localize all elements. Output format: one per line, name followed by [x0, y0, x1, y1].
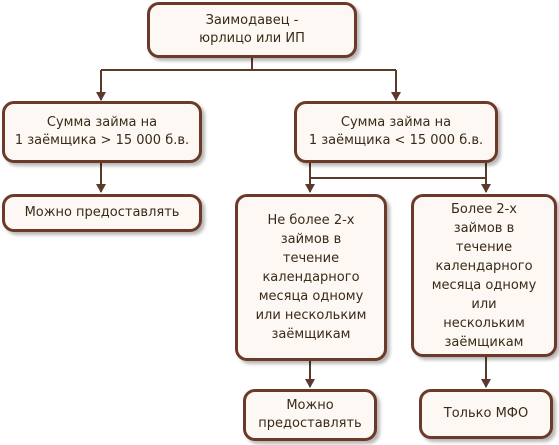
root-node: Заимодавец - юрлицо или ИП [147, 2, 357, 58]
result-few-loans-node: Можно предоставлять [243, 389, 377, 441]
left-result-text: Можно предоставлять [24, 205, 180, 220]
option-many-loans-text: Более 2-х займов в течение календарного … [431, 201, 537, 350]
result-few-loans-text: Можно предоставлять [258, 398, 362, 431]
right-condition-node: Сумма займа на 1 заёмщика < 15 000 б.в. [294, 101, 498, 163]
left-result-node: Можно предоставлять [2, 194, 202, 232]
left-condition-node: Сумма займа на 1 заёмщика > 15 000 б.в. [2, 101, 202, 163]
left-condition-text: Сумма займа на 1 заёмщика > 15 000 б.в. [14, 115, 190, 148]
right-condition-text: Сумма займа на 1 заёмщика < 15 000 б.в. [308, 115, 484, 148]
result-mfo-node: Только МФО [419, 389, 553, 439]
result-mfo-text: Только МФО [443, 406, 529, 421]
option-many-loans-node: Более 2-х займов в течение календарного … [411, 194, 557, 357]
root-node-text: Заимодавец - юрлицо или ИП [199, 13, 305, 46]
option-few-loans-node: Не более 2-х займов в течение календарно… [235, 194, 387, 361]
option-few-loans-text: Не более 2-х займов в течение календарно… [255, 213, 367, 342]
